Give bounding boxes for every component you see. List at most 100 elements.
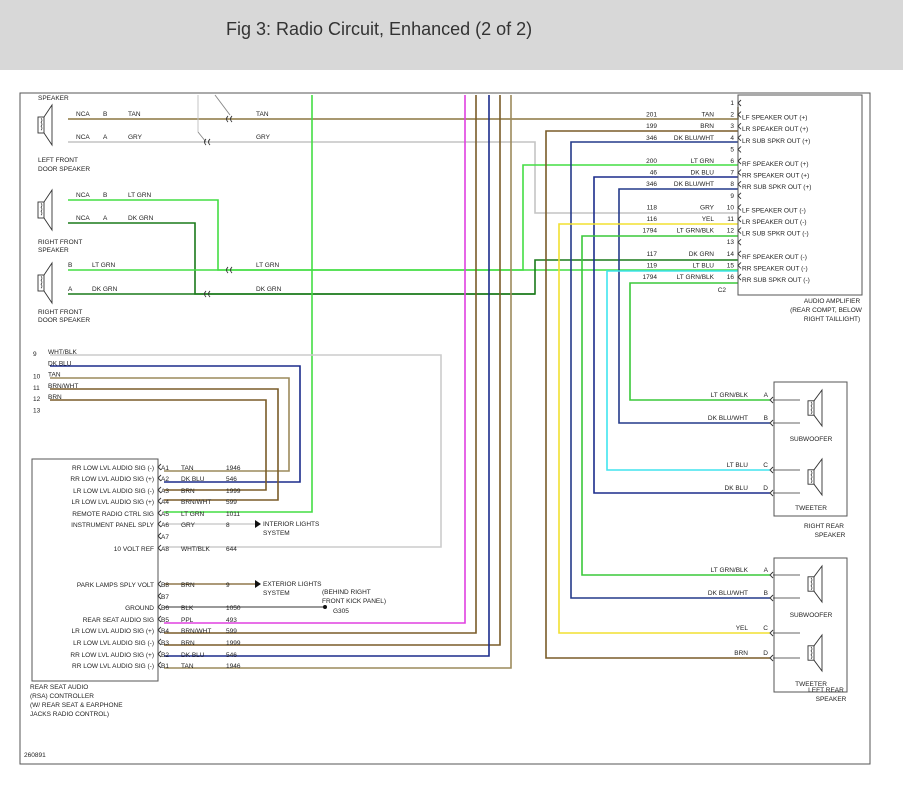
rsa-color-A5: LT GRN (181, 511, 205, 518)
rf-door-speaker-icon (37, 261, 53, 305)
amp-pin-11-icon (737, 215, 742, 223)
amp-pin-7: 7 (730, 170, 734, 177)
left-rear-pin-C: C (763, 625, 768, 632)
ground-note2: FRONT KICK PANEL) (322, 598, 386, 605)
mid-label-tan: TAN (256, 111, 269, 118)
wire-brn-b3 (164, 95, 501, 646)
wire-gry-lf-minus (68, 141, 738, 214)
amp-pin-16: 16 (727, 274, 735, 281)
amp-pin-4-icon (737, 134, 742, 142)
rsa-label3: (W/ REAR SEAT & EARPHONE (30, 702, 123, 709)
rf-door-pin-a: A (68, 286, 73, 293)
amp-circuit-11: 116 (647, 216, 658, 223)
wire-tan-b1 (164, 95, 512, 669)
rsa-func-A1: RR LOW LVL AUDIO SIG (-) (72, 465, 154, 472)
left-rear-speaker-box (773, 557, 848, 693)
lf-door-speaker-icon (37, 103, 53, 147)
lf-door-pin-a: A (103, 134, 108, 141)
amp-pin-3-icon (737, 122, 742, 130)
amp-func-8: RR SUB SPKR OUT (+) (742, 184, 811, 191)
amp-func-16: RR SUB SPKR OUT (-) (742, 277, 810, 284)
rsa-circuit-A8: 644 (226, 546, 237, 553)
rsa-color-A3: BRN (181, 488, 195, 495)
amp-func-7: RR SPEAKER OUT (+) (742, 173, 809, 180)
right-rear-pin-D: D (763, 485, 768, 492)
rsa-circuit-A6: 8 (226, 522, 230, 529)
rsa-pin-A7: A7 (161, 534, 169, 541)
rsa-circuit-B5: 493 (226, 617, 237, 624)
lf-door-wire-b: TAN (128, 111, 141, 118)
rf-door-wire-a: DK GRN (92, 286, 118, 293)
rsa-pin-B1: B1 (161, 663, 169, 670)
rsa-color-B6: BLK (181, 605, 194, 612)
amp-func-11: LR SPEAKER OUT (-) (742, 219, 807, 226)
amp-pin-14-icon (737, 250, 742, 258)
wire-yel-lr-minus (558, 223, 770, 634)
amp-pin-1-icon (737, 99, 742, 107)
rsa-pin-A7-icon (157, 532, 162, 540)
amp-pin-12: 12 (727, 228, 735, 235)
wire-list-color-2: TAN (48, 372, 61, 379)
exterior-lights-label1: EXTERIOR LIGHTS (263, 581, 322, 588)
rsa-pin-A5: A5 (161, 511, 169, 518)
rsa-pin-A6: A6 (161, 522, 169, 529)
amp-pin-7-icon (737, 169, 742, 176)
amp-circuit-3: 199 (646, 123, 657, 130)
rsa-func-A4: LR LOW LVL AUDIO SIG (+) (71, 499, 154, 506)
rsa-circuit-A3: 1999 (226, 488, 241, 495)
amp-pin-1: 1 (730, 100, 734, 107)
left-rear-pin-B-icon (769, 594, 774, 602)
rsa-controller-box (31, 458, 159, 682)
rsa-func-B1: RR LOW LVL AUDIO SIG (-) (72, 663, 154, 670)
right-rear-label1: RIGHT REAR (804, 523, 844, 530)
right-rear-pin-C-icon (769, 466, 774, 474)
arrow-interior-icon (255, 520, 261, 528)
left-rear-tweeter-icon (807, 633, 823, 673)
wire-list-color-4: BRN (48, 394, 62, 401)
rsa-pin-B5: B5 (161, 617, 169, 624)
right-rear-subwoofer-label: SUBWOOFER (790, 436, 833, 443)
amp-circuit-14: 117 (647, 251, 658, 258)
rsa-func-A6: INSTRUMENT PANEL SPLY (71, 522, 154, 529)
rsa-color-A2: DK BLU (181, 476, 205, 483)
rf-wire-a: DK GRN (128, 215, 154, 222)
wire-tan-lf-plus (68, 107, 739, 120)
lf-door-pin-b: B (103, 111, 107, 118)
rsa-pin-B3-icon (157, 638, 162, 646)
amp-pin-5-icon (737, 146, 742, 153)
amp-pin-10: 10 (727, 204, 735, 211)
rsa-label4: JACKS RADIO CONTROL) (30, 711, 109, 718)
right-rear-speaker-box (773, 381, 848, 517)
right-rear-color-C: LT BLU (727, 462, 749, 469)
left-rear-label2: SPEAKER (816, 696, 847, 703)
wire-ppl-rsa (164, 95, 466, 624)
right-rear-subwoofer-icon (807, 388, 823, 428)
amp-func-3: LR SPEAKER OUT (+) (742, 126, 808, 133)
amp-label3: RIGHT TAILLIGHT) (804, 316, 860, 323)
rf-nca-a: NCA (76, 215, 90, 222)
rsa-func-B3: LR LOW LVL AUDIO SIG (-) (73, 640, 154, 647)
rsa-pin-B6-icon (157, 603, 162, 611)
amp-color-15: LT BLU (693, 262, 715, 269)
amp-pin-2: 2 (730, 112, 734, 119)
inline-connector-icon (204, 290, 211, 298)
rsa-color-B2: DK BLU (181, 652, 205, 659)
wire-ltgrnblk-lrsub (581, 235, 770, 576)
amp-pin-16-icon (737, 273, 742, 281)
left-rear-subwoofer-icon (807, 564, 823, 604)
wire-brnwht-list (50, 388, 279, 501)
amp-func-6: RF SPEAKER OUT (+) (742, 161, 809, 168)
amp-color-4: DK BLU/WHT (674, 135, 714, 142)
right-rear-label2: SPEAKER (815, 532, 846, 539)
rf-speaker-icon (37, 188, 53, 232)
amp-pin-11: 11 (727, 216, 734, 223)
rsa-circuit-A1: 1946 (226, 465, 241, 472)
amp-circuit-6: 200 (646, 158, 657, 165)
wire-list-num-3: 11 (33, 385, 40, 392)
rsa-color-A1: TAN (181, 465, 194, 472)
amp-pin-4: 4 (730, 135, 734, 142)
rf-door-speaker-label1: RIGHT FRONT (38, 309, 82, 316)
rf-door-pin-b: B (68, 262, 72, 269)
left-rear-pin-A-icon (769, 571, 774, 579)
switch-stub (214, 94, 231, 116)
